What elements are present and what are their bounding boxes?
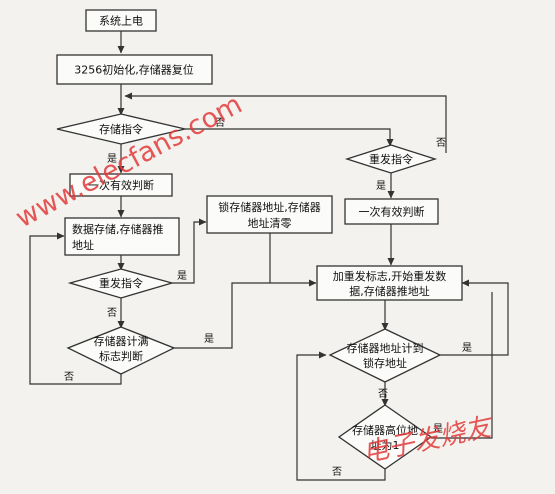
node-high-addr: 存储器高位地 址为1 bbox=[337, 404, 433, 470]
node-valid2: 一次有效判断 bbox=[344, 198, 439, 225]
node-lock-addr: 锁存储器地址,存储器 地址清零 bbox=[206, 195, 333, 234]
node-resend-right: 重发指令 bbox=[344, 144, 438, 174]
high-addr-line1: 存储器高位地 bbox=[352, 423, 418, 437]
arrow-store-no bbox=[185, 128, 394, 147]
full-line2: 标志判断 bbox=[99, 349, 143, 363]
arrow-full-no-loop bbox=[29, 232, 122, 385]
arrow-resend-no-loop bbox=[124, 92, 447, 153]
label-full-no: 否 bbox=[64, 371, 74, 383]
add-flag-line2: 据,存储器推地址 bbox=[349, 284, 430, 298]
node-init: 3256初始化,存储器复位 bbox=[56, 54, 213, 85]
resend-left-label: 重发指令 bbox=[99, 276, 143, 290]
node-power-on: 系统上电 bbox=[85, 9, 157, 32]
label-resend-left-no: 否 bbox=[107, 307, 117, 319]
node-addr-reach: 存储器地址计到 锁存地址 bbox=[328, 328, 442, 383]
label-high-yes: 是 bbox=[433, 423, 443, 435]
data-store-line1: 数据存储,存储器推 bbox=[72, 222, 164, 236]
label-high-no: 否 bbox=[332, 466, 342, 478]
arrow-resend-left-yes bbox=[172, 218, 207, 284]
node-full-flag: 存储器计满 标志判断 bbox=[66, 326, 176, 375]
label-store-no: 否 bbox=[215, 117, 225, 129]
arrow-addr-yes-loop bbox=[440, 279, 509, 356]
line-high-yes bbox=[431, 292, 493, 439]
full-line1: 存储器计满 bbox=[94, 334, 149, 348]
valid2-label: 一次有效判断 bbox=[359, 205, 425, 219]
data-store-line2: 地址 bbox=[72, 238, 94, 252]
label-resend-right-yes: 是 bbox=[376, 180, 386, 192]
addr-reach-line1: 存储器地址计到 bbox=[347, 341, 424, 355]
lock-addr-line2: 地址清零 bbox=[248, 216, 292, 230]
label-addr-no: 否 bbox=[378, 388, 388, 400]
connectors bbox=[29, 31, 509, 481]
label-full-yes: 是 bbox=[204, 333, 214, 345]
label-resend-right-no: 否 bbox=[436, 137, 446, 149]
arrow-full-yes bbox=[174, 279, 317, 349]
power-on-label: 系统上电 bbox=[99, 15, 143, 28]
label-resend-left-yes: 是 bbox=[177, 270, 187, 282]
branch-labels: 否 否 是 是 是 否 是 否 是 否 是 否 bbox=[64, 117, 472, 478]
valid1-label: 一次有效判断 bbox=[88, 178, 154, 192]
store-cmd-label: 存储指令 bbox=[99, 122, 143, 136]
label-store-yes: 是 bbox=[107, 153, 117, 165]
high-addr-line2: 址为1 bbox=[371, 438, 400, 452]
node-resend-left: 重发指令 bbox=[67, 268, 175, 299]
add-flag-line1: 加重发标志,开始重发数 bbox=[333, 269, 447, 283]
addr-reach-line2: 锁存地址 bbox=[363, 356, 407, 370]
resend-right-label: 重发指令 bbox=[369, 152, 413, 166]
lock-addr-line1: 锁存储器地址,存储器 bbox=[218, 200, 321, 214]
node-valid1: 一次有效判断 bbox=[69, 173, 173, 197]
node-store-cmd: 存储指令 bbox=[56, 113, 186, 145]
init-label: 3256初始化,存储器复位 bbox=[74, 63, 194, 77]
node-add-flag: 加重发标志,开始重发数 据,存储器推地址 bbox=[316, 265, 463, 301]
arrow-high-no-loop bbox=[296, 351, 386, 481]
label-addr-yes: 是 bbox=[462, 342, 472, 354]
node-data-store: 数据存储,存储器推 地址 bbox=[64, 217, 180, 256]
